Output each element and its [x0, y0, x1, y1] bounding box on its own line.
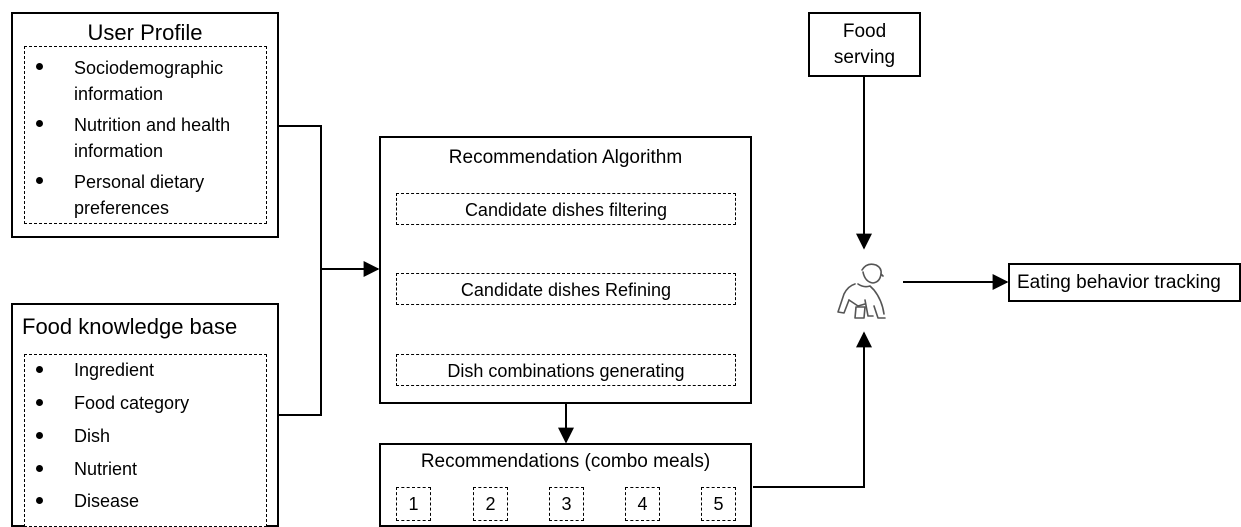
food-kb-item-nutrient: Nutrient	[74, 459, 138, 479]
bullet-icon	[36, 432, 43, 439]
bullet-icon	[36, 366, 43, 373]
eating-tracking-label: Eating behavior tracking	[1017, 272, 1221, 293]
user-profile-item-1-line2: information	[74, 84, 164, 104]
bullet-icon	[36, 399, 43, 406]
food-serving-line2: serving	[833, 47, 896, 68]
food-kb-item-category: Food category	[74, 393, 190, 413]
combo-meal-2	[473, 487, 508, 521]
food-serving-line1: Food	[842, 21, 887, 42]
combo-meal-1-label: 1	[408, 494, 419, 514]
recommendations-to-user-arrow	[753, 331, 872, 488]
user-profile-item-2-line1: Nutrition and health	[74, 115, 231, 135]
bullet-icon	[36, 465, 43, 472]
food-kb-list	[24, 354, 267, 527]
food-serving-box	[808, 12, 921, 77]
food-kb-title: Food knowledge base	[22, 314, 238, 339]
user-profile-item-3-line1: Personal dietary	[74, 172, 205, 192]
algorithm-step-generating	[396, 354, 736, 386]
user-profile-list	[24, 46, 267, 224]
elderly-person-icon	[832, 260, 892, 322]
user-profile-item-3-line2: preferences	[74, 198, 170, 218]
combo-meal-3-label: 3	[561, 494, 572, 514]
combo-meal-5	[701, 487, 736, 521]
food-kb-item-dish: Dish	[74, 426, 111, 446]
combo-meal-1	[396, 487, 431, 521]
combo-meal-4	[625, 487, 660, 521]
user-profile-connector	[278, 125, 322, 269]
bullet-icon	[36, 497, 43, 504]
food-kb-connector	[278, 269, 322, 416]
combo-meal-4-label: 4	[637, 494, 648, 514]
bullet-icon	[36, 63, 43, 70]
bullet-icon	[36, 120, 43, 127]
food-kb-item-ingredient: Ingredient	[74, 360, 155, 380]
algorithm-step-refining-label: Candidate dishes Refining	[460, 280, 672, 300]
user-profile-item-2-line2: information	[74, 141, 164, 161]
user-profile-item-1-line1: Sociodemographic	[74, 58, 224, 78]
algorithm-step-refining	[396, 273, 736, 305]
user-profile-title: User Profile	[87, 20, 203, 45]
algorithm-step-filtering	[396, 193, 736, 225]
recommendations-title: Recommendations (combo meals)	[420, 451, 711, 472]
bullet-icon	[36, 177, 43, 184]
algorithm-step-filtering-label: Candidate dishes filtering	[464, 200, 668, 220]
combo-meal-5-label: 5	[713, 494, 724, 514]
food-kb-item-disease: Disease	[74, 491, 140, 511]
algorithm-step-generating-label: Dish combinations generating	[447, 361, 685, 381]
eating-tracking-box	[1008, 263, 1241, 302]
combo-meal-3	[549, 487, 584, 521]
algorithm-title: Recommendation Algorithm	[448, 147, 683, 168]
combo-meal-2-label: 2	[485, 494, 496, 514]
